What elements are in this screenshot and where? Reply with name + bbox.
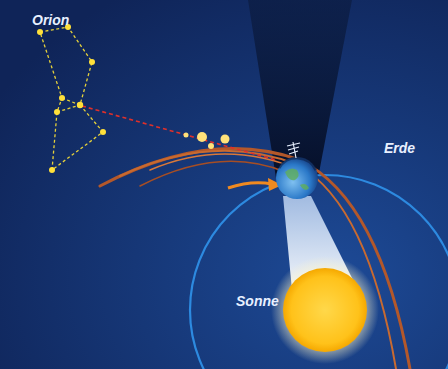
constellation-label: Orion — [32, 13, 69, 27]
planet-label: Erde — [384, 141, 415, 155]
star-label: Sonne — [236, 294, 279, 308]
